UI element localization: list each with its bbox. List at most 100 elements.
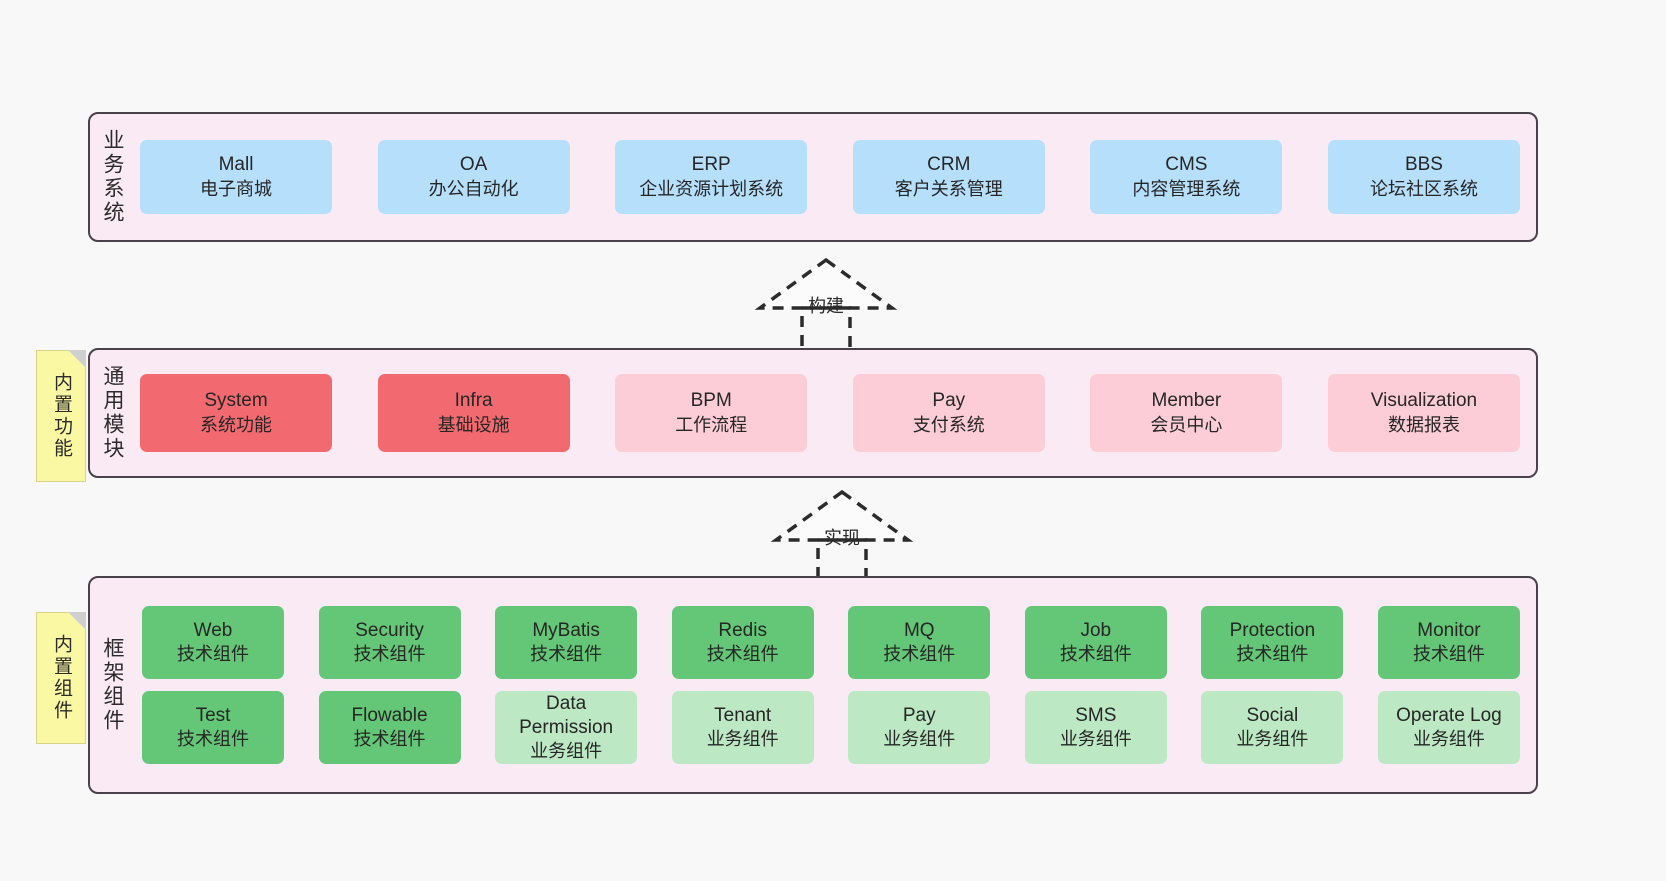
layer-module-title: 通用模块 xyxy=(101,365,125,461)
card-data-permission[interactable]: Data Permission 业务组件 xyxy=(495,691,638,764)
card-job-name: Job xyxy=(1080,619,1112,641)
card-erp-name: ERP xyxy=(691,154,731,176)
card-bbs-desc: 论坛社区系统 xyxy=(1369,178,1478,199)
card-visualization[interactable]: Visualization 数据报表 xyxy=(1327,374,1520,452)
card-system-desc: 系统功能 xyxy=(200,414,272,435)
card-data-permission-desc: 业务组件 xyxy=(530,741,603,762)
card-bpm-desc: 工作流程 xyxy=(675,414,748,435)
card-pay-component-name: Pay xyxy=(902,704,936,726)
card-erp-desc: 企业资源计划系统 xyxy=(639,178,784,199)
card-oa-name: OA xyxy=(459,154,488,176)
card-pay-module[interactable]: Pay 支付系统 xyxy=(852,374,1045,452)
card-infra-desc: 基础设施 xyxy=(437,414,510,435)
connector-build: 构建 xyxy=(746,257,906,358)
sticky-note-builtin-components: 内置组件 xyxy=(36,612,86,744)
card-mall-name: Mall xyxy=(218,154,254,176)
connector-realize: 实现 xyxy=(762,489,922,590)
layer-framework-body: Web 技术组件 Security 技术组件 MyBatis 技术组件 Redi… xyxy=(134,578,1536,792)
card-mybatis-name: MyBatis xyxy=(532,619,600,641)
card-monitor[interactable]: Monitor 技术组件 xyxy=(1377,606,1520,679)
card-pay-component-desc: 业务组件 xyxy=(883,729,956,750)
card-mybatis-desc: 技术组件 xyxy=(530,644,603,665)
card-protection-name: Protection xyxy=(1229,619,1316,641)
connector-build-arrow-icon xyxy=(754,257,898,357)
layer-common-modules: 通用模块 System 系统功能 Infra 基础设施 BPM 工作流程 Pay xyxy=(88,348,1538,478)
card-security[interactable]: Security 技术组件 xyxy=(318,606,461,679)
card-job[interactable]: Job 技术组件 xyxy=(1024,606,1167,679)
card-oa[interactable]: OA 办公自动化 xyxy=(377,140,570,214)
card-visualization-desc: 数据报表 xyxy=(1387,414,1460,435)
card-operate-log-desc: 业务组件 xyxy=(1412,729,1485,750)
card-redis[interactable]: Redis 技术组件 xyxy=(671,606,814,679)
card-tenant-desc: 业务组件 xyxy=(706,729,779,750)
card-visualization-name: Visualization xyxy=(1370,390,1478,412)
card-cms-desc: 内容管理系统 xyxy=(1132,178,1241,199)
card-test[interactable]: Test 技术组件 xyxy=(142,691,284,764)
layer-business-body: Mall 电子商城 OA 办公自动化 ERP 企业资源计划系统 CRM 客户关系… xyxy=(134,114,1536,240)
card-sms-desc: 业务组件 xyxy=(1059,729,1132,750)
card-mq[interactable]: MQ 技术组件 xyxy=(848,606,991,679)
card-web-name: Web xyxy=(193,619,233,641)
layer-business-title: 业务系统 xyxy=(101,129,125,225)
card-pay-module-name: Pay xyxy=(932,390,966,412)
card-member[interactable]: Member 会员中心 xyxy=(1090,374,1283,452)
card-test-desc: 技术组件 xyxy=(177,729,249,750)
card-flowable-name: Flowable xyxy=(351,704,428,726)
card-social-name: Social xyxy=(1246,704,1299,726)
card-protection[interactable]: Protection 技术组件 xyxy=(1201,606,1344,679)
card-data-permission-name: Data Permission xyxy=(519,692,614,738)
card-tenant[interactable]: Tenant 业务组件 xyxy=(671,691,814,764)
card-oa-desc: 办公自动化 xyxy=(428,178,519,199)
card-pay-module-desc: 支付系统 xyxy=(912,414,985,435)
card-web-desc: 技术组件 xyxy=(177,644,249,665)
card-social-desc: 业务组件 xyxy=(1236,729,1309,750)
layer-business-systems: 业务系统 Mall 电子商城 OA 办公自动化 ERP 企业资源计划系统 CRM xyxy=(88,112,1538,242)
card-crm[interactable]: CRM 客户关系管理 xyxy=(852,140,1045,214)
connector-realize-arrow-icon xyxy=(770,489,914,589)
card-bbs[interactable]: BBS 论坛社区系统 xyxy=(1327,140,1520,214)
card-system-name: System xyxy=(204,390,268,412)
card-system[interactable]: System 系统功能 xyxy=(140,374,332,452)
card-member-name: Member xyxy=(1151,390,1222,412)
card-member-desc: 会员中心 xyxy=(1150,414,1223,435)
card-security-desc: 技术组件 xyxy=(353,644,426,665)
card-mall-desc: 电子商城 xyxy=(200,178,272,199)
card-cms[interactable]: CMS 内容管理系统 xyxy=(1090,140,1283,214)
framework-business-row: Test 技术组件 Flowable 技术组件 Data Permission … xyxy=(142,691,1520,764)
card-redis-name: Redis xyxy=(718,619,767,641)
card-bpm[interactable]: BPM 工作流程 xyxy=(615,374,808,452)
framework-tech-row: Web 技术组件 Security 技术组件 MyBatis 技术组件 Redi… xyxy=(142,606,1520,679)
card-mall[interactable]: Mall 电子商城 xyxy=(140,140,332,214)
card-monitor-name: Monitor xyxy=(1417,619,1481,641)
card-operate-log-name: Operate Log xyxy=(1396,704,1502,726)
module-card-row: System 系统功能 Infra 基础设施 BPM 工作流程 Pay 支付系统… xyxy=(140,374,1520,452)
card-monitor-desc: 技术组件 xyxy=(1412,644,1485,665)
card-test-name: Test xyxy=(195,704,231,726)
card-pay-component[interactable]: Pay 业务组件 xyxy=(848,691,991,764)
card-erp[interactable]: ERP 企业资源计划系统 xyxy=(615,140,808,214)
card-mybatis[interactable]: MyBatis 技术组件 xyxy=(495,606,638,679)
card-sms[interactable]: SMS 业务组件 xyxy=(1024,691,1167,764)
card-cms-name: CMS xyxy=(1165,154,1208,176)
layer-framework-components: 框架组件 Web 技术组件 Security 技术组件 MyBatis 技术组件… xyxy=(88,576,1538,794)
sticky-note-builtin-features: 内置功能 xyxy=(36,350,86,482)
layer-framework-title: 框架组件 xyxy=(101,637,125,733)
card-crm-name: CRM xyxy=(927,154,971,176)
card-bpm-name: BPM xyxy=(690,390,732,412)
card-web[interactable]: Web 技术组件 xyxy=(142,606,284,679)
card-redis-desc: 技术组件 xyxy=(706,644,779,665)
card-flowable-desc: 技术组件 xyxy=(353,729,426,750)
card-security-name: Security xyxy=(355,619,424,641)
card-bbs-name: BBS xyxy=(1404,154,1443,176)
card-operate-log[interactable]: Operate Log 业务组件 xyxy=(1377,691,1520,764)
layer-module-body: System 系统功能 Infra 基础设施 BPM 工作流程 Pay 支付系统… xyxy=(134,350,1536,476)
card-job-desc: 技术组件 xyxy=(1059,644,1132,665)
card-crm-desc: 客户关系管理 xyxy=(894,178,1003,199)
business-card-row: Mall 电子商城 OA 办公自动化 ERP 企业资源计划系统 CRM 客户关系… xyxy=(140,140,1520,214)
card-mq-name: MQ xyxy=(903,619,935,641)
card-flowable[interactable]: Flowable 技术组件 xyxy=(318,691,461,764)
card-infra[interactable]: Infra 基础设施 xyxy=(377,374,570,452)
card-protection-desc: 技术组件 xyxy=(1236,644,1309,665)
card-infra-name: Infra xyxy=(454,390,493,412)
card-social[interactable]: Social 业务组件 xyxy=(1201,691,1344,764)
